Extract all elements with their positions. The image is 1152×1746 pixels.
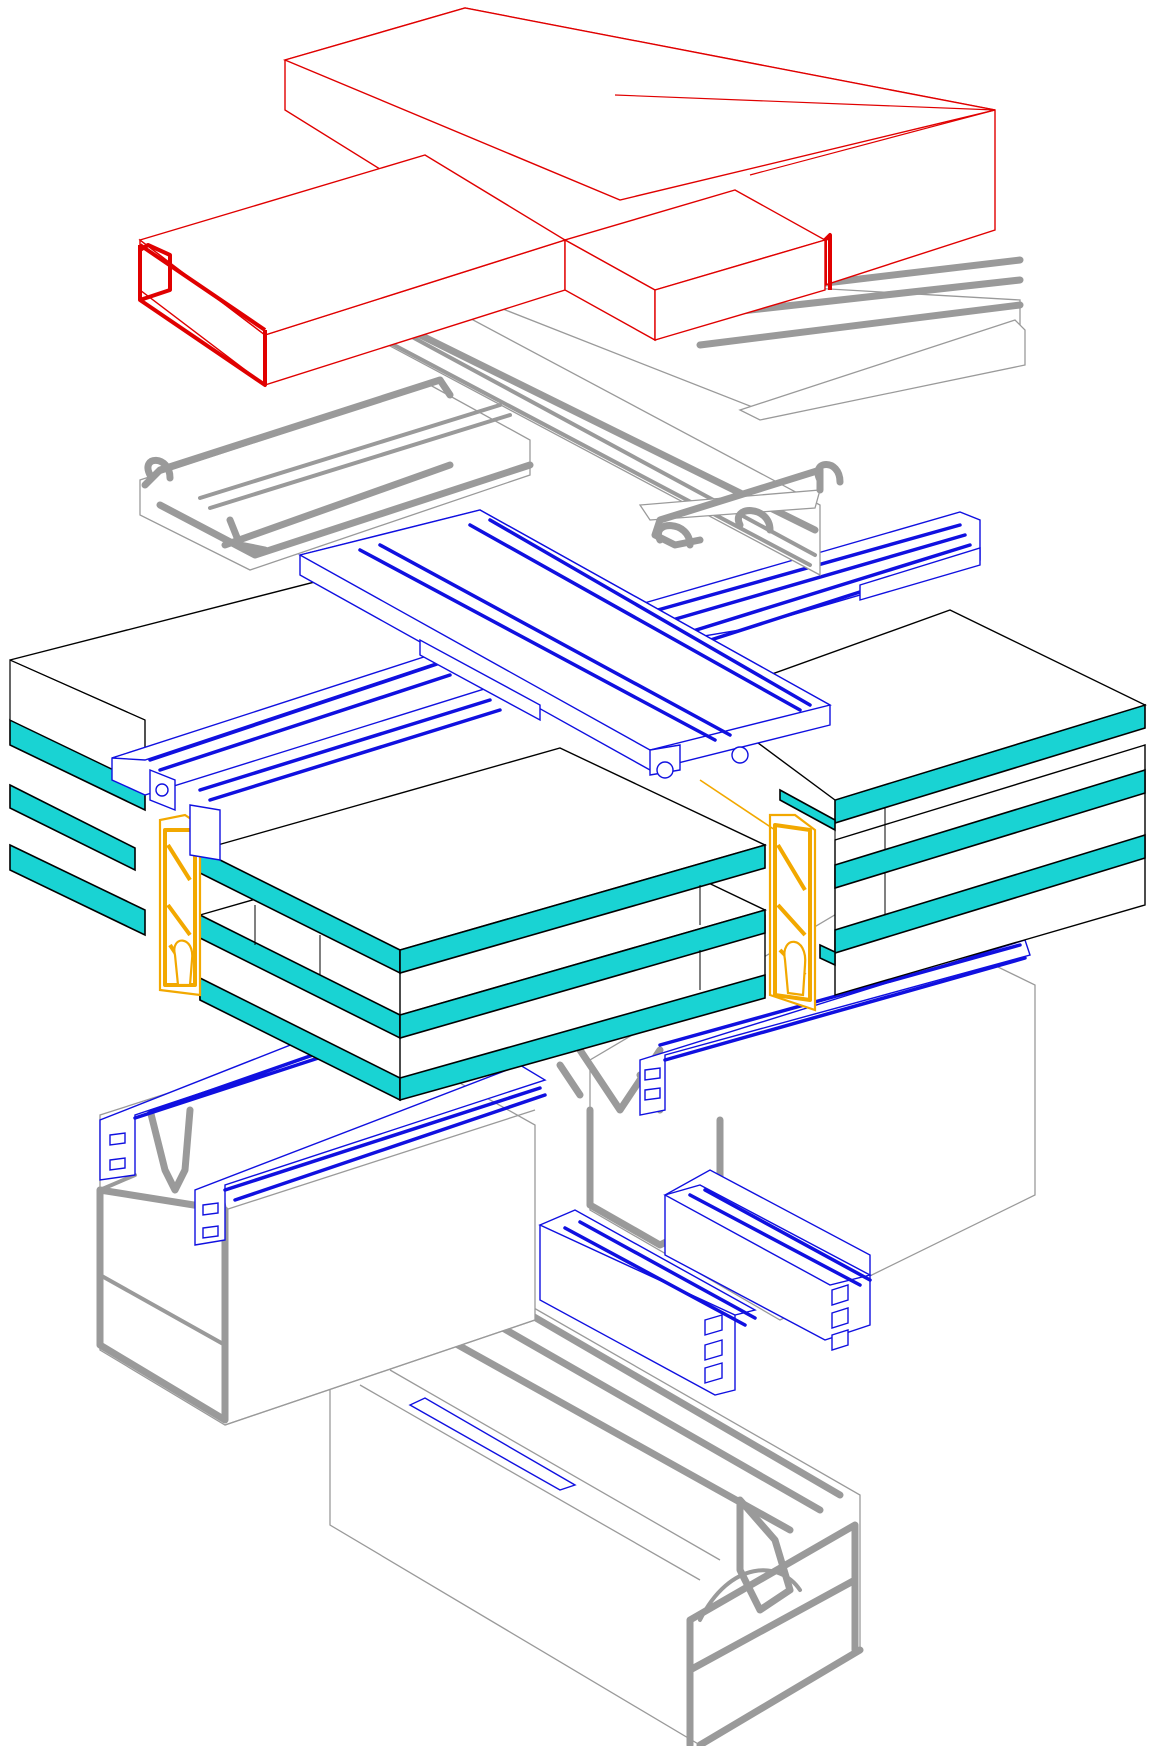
lower-transom-profile (329, 1296, 864, 1746)
outer-gasket-cross (298, 509, 832, 779)
pressure-plate-left (139, 376, 534, 571)
outer-gasket-right-horizontal (619, 511, 981, 651)
pressure-plate-right-lower (651, 461, 844, 549)
glass-panel-right-stack (698, 609, 1147, 996)
outer-gasket-left-horizontal (111, 632, 546, 861)
glass-panel-left-stack (9, 659, 146, 937)
edge-spacer-left (158, 813, 202, 997)
cover-cap-cross (138, 7, 996, 387)
loose-gasket-left (538, 1209, 757, 1396)
loose-gasket-right (663, 1169, 872, 1351)
glass-panel-center-stack (198, 747, 767, 1102)
mullion-frame-left (96, 1029, 536, 1426)
edge-spacer-right (699, 779, 817, 1012)
